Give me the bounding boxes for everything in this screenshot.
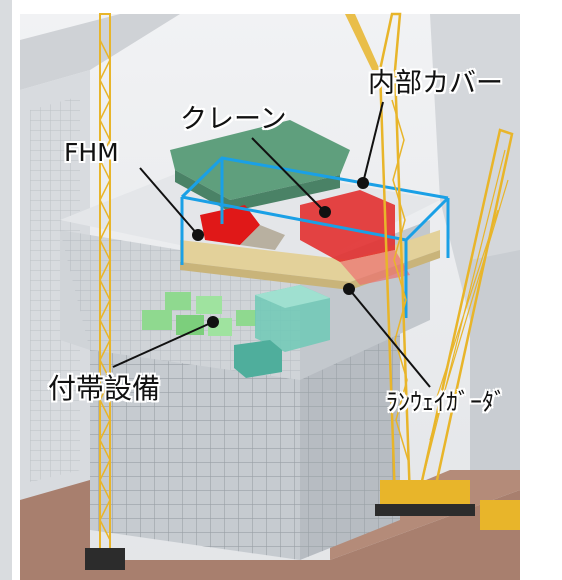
left-edge-panel (0, 0, 12, 580)
callout-dot-crane (319, 206, 331, 218)
ground (20, 470, 520, 580)
label-crane: クレーン (180, 104, 287, 135)
callout-dot-fhm (192, 229, 204, 241)
callout-lines (112, 101, 431, 388)
tower-crane-left (85, 13, 125, 570)
label-runway-girder: ﾗﾝｳｪｲｶﾞｰﾀﾞ (386, 388, 506, 416)
background-building-right (430, 14, 520, 330)
green-roof-structure (170, 120, 350, 200)
label-fhm: FHM (64, 138, 119, 167)
label-aux-equipment: 付帯設備 (48, 372, 161, 405)
auxiliary-equipment-green (142, 285, 330, 378)
callout-dot-aux-equipment (207, 316, 219, 328)
callout-dots (192, 177, 369, 328)
fhm-red (200, 205, 260, 245)
inner-cover-outline (180, 156, 450, 318)
callout-dot-inner-cover (357, 177, 369, 189)
tower-crane-right-2 (375, 128, 520, 530)
label-inner-cover: 内部カバー (368, 68, 503, 99)
callout-dot-runway-girder (343, 283, 355, 295)
